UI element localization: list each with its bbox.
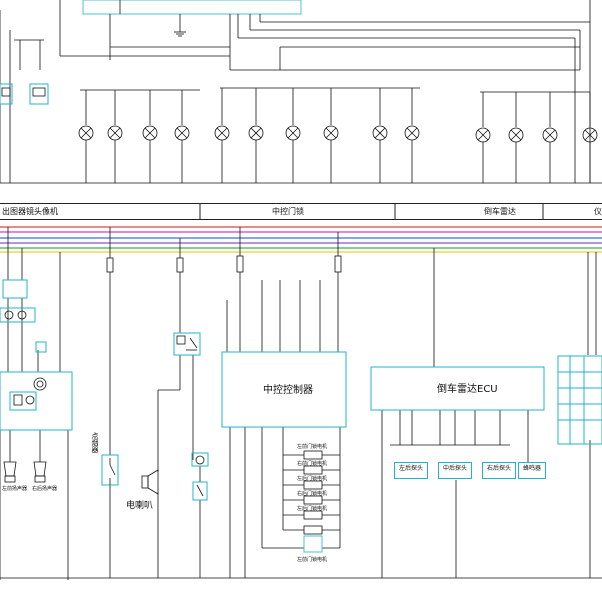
lamp-icon	[372, 88, 388, 183]
lamp-icon	[174, 90, 190, 183]
section-dividers	[199, 203, 544, 220]
motor-icon	[303, 480, 323, 490]
door-lock-motors	[303, 450, 323, 553]
power-bus	[0, 226, 602, 253]
motor-label: 左前门锁电机	[297, 444, 328, 450]
motor-label: 左前门锁电机	[297, 557, 328, 563]
motor-icon	[303, 450, 323, 460]
lamp-icon	[542, 92, 558, 183]
fuse-icon	[236, 255, 244, 273]
lamp-icon	[582, 92, 598, 183]
fuse-icon	[176, 257, 184, 273]
lamp-icon	[107, 90, 123, 183]
horn-icon	[141, 469, 159, 495]
sensor-right-rear: 右后探头	[482, 462, 516, 479]
speaker-label-right: 右后扬声器	[32, 486, 58, 492]
lamp-icon	[404, 88, 420, 183]
motor-icon	[303, 510, 323, 520]
lamp-icon	[508, 92, 524, 183]
speaker-label-left: 左前扬声器	[2, 486, 28, 492]
lamp-icon	[78, 90, 94, 183]
buzzer: 蜂鸣器	[518, 462, 546, 479]
section-header-band: 出图器镜头像机 中控门锁 倒车雷达 仪	[0, 203, 602, 220]
lamp-icon	[285, 88, 301, 183]
radar-ecu-box	[370, 366, 545, 411]
fuse-icon	[106, 257, 114, 273]
motor-label: 左后门锁电机	[297, 476, 328, 482]
horn-label: 电喇叭	[126, 501, 154, 511]
cigar-lighter-label: 点烟器	[91, 432, 99, 453]
central-lock-box	[221, 351, 347, 428]
motor-label: 右后门锁电机	[297, 491, 328, 497]
motor-label: 左后门锁电机	[297, 506, 328, 512]
fuse-icon	[334, 255, 342, 273]
fuse-row	[106, 255, 342, 273]
lamp-icon	[475, 92, 491, 183]
section-label-left: 出图器镜头像机	[2, 207, 58, 216]
motor-label: 右前门锁电机	[297, 461, 328, 467]
lamp-icon	[248, 88, 264, 183]
central-lock-title: 中控控制器	[263, 385, 313, 396]
motor-icon	[303, 535, 323, 553]
sensor-center-rear: 中后探头	[438, 462, 472, 479]
lamp-icon	[323, 88, 339, 183]
section-label-right: 倒车雷达	[484, 207, 516, 216]
section-label-middle: 中控门锁	[272, 207, 304, 216]
sensor-left-rear: 左后探头	[394, 462, 428, 479]
motor-icon	[303, 525, 323, 535]
lamp-icon	[214, 88, 230, 183]
lamp-row	[78, 88, 598, 183]
motor-icon	[303, 495, 323, 505]
radar-ecu-title: 倒车雷达ECU	[437, 384, 498, 395]
section-label-edge: 仪	[594, 207, 602, 216]
motor-icon	[303, 465, 323, 475]
lamp-icon	[142, 90, 158, 183]
